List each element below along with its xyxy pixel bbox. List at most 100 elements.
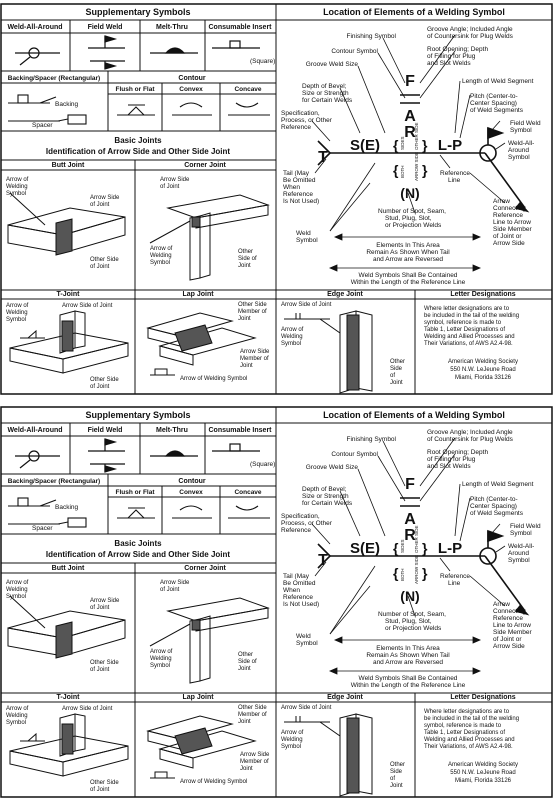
arrow-side-label: ARROW SIDE — [414, 152, 419, 181]
sides-label: SIDES — [400, 539, 405, 553]
contour-concave: Concave — [234, 489, 261, 496]
butt-other-side: Other Side — [90, 660, 119, 666]
melt-thru-symbol — [150, 450, 198, 457]
corner-joint-drawing — [149, 194, 270, 281]
arrow-side-label: ARROW SIDE — [414, 555, 419, 584]
groove-angle-1: of Countersink for Plug Welds — [427, 33, 514, 40]
edge-other: Other — [390, 359, 405, 365]
pitch-2: of Weld Segments — [470, 510, 524, 517]
corner-other-3: Joint — [238, 666, 251, 672]
arrow-conn-4: Side Member — [493, 629, 532, 636]
tail-3: Reference — [283, 594, 313, 601]
letter-text-5: Their Variations, of AWS A2.4-98. — [424, 744, 513, 750]
length-label: Length of Weld Segment — [462, 481, 534, 488]
t-other-side-2: of Joint — [90, 787, 110, 793]
tail-1: Be Omitted — [283, 177, 316, 184]
contour-symbols — [117, 102, 270, 116]
edge-joint-drawing — [284, 310, 373, 394]
lap-joint-title: Lap Joint — [182, 291, 214, 298]
t-joint-drawing — [9, 310, 129, 374]
location-title: Location of Elements of a Welding Symbol — [323, 7, 505, 17]
letter-N: (N) — [400, 185, 419, 201]
elements-2: and Arrow are Reversed — [373, 659, 443, 666]
corner-other: Other — [238, 249, 253, 255]
basic-joints-title: Basic Joints — [114, 539, 162, 548]
finishing-label: Finishing Symbol — [347, 436, 397, 443]
ref-line-0: Reference — [440, 170, 470, 177]
page-separator — [0, 397, 553, 402]
t-welding: Welding — [6, 713, 28, 719]
edge-other: Other — [390, 762, 405, 768]
both-label: BOTH — [400, 568, 405, 581]
other-side-label: OTHER SIDE — [414, 525, 419, 553]
contour-label: Contour Symbol — [331, 48, 378, 55]
butt-joint-drawing — [7, 192, 126, 256]
edge-arrow-side: Arrow Side of Joint — [281, 705, 332, 711]
finishing-label: Finishing Symbol — [347, 33, 397, 40]
contour-title: Contour — [178, 478, 205, 485]
lap-arrow-2: Member of — [240, 759, 269, 765]
other-side-label: OTHER SIDE — [414, 122, 419, 150]
square-label: (Square) — [250, 58, 275, 65]
letter-text-3: Table 1, Letter Designations of — [424, 730, 505, 736]
society-name: American Welding Society — [448, 359, 518, 365]
spacer-label: Spacer — [32, 122, 53, 129]
number-2: or Projection Welds — [385, 625, 442, 632]
butt-other-side: Other Side — [90, 257, 119, 263]
edge-arrow-of: Arrow of — [281, 327, 304, 333]
square-label: (Square) — [250, 461, 275, 468]
butt-arrow-side: Arrow Side — [90, 195, 120, 201]
butt-arrow-of: Arrow of — [6, 580, 29, 586]
lap-joint-drawing — [146, 312, 257, 376]
butt-arrow-side-2: of Joint — [90, 202, 110, 208]
letter-text-1: be included in the tail of the welding — [424, 313, 519, 319]
corner-joint-title: Corner Joint — [184, 565, 226, 572]
lap-joint-drawing — [146, 715, 257, 779]
elements-0: Elements In This Area — [376, 242, 440, 249]
tail-1: Be Omitted — [283, 580, 316, 587]
supplementary-title: Supplementary Symbols — [85, 7, 190, 17]
arrow-conn-6: Arrow Side — [493, 643, 525, 650]
brace-right-2: } — [422, 162, 428, 178]
lap-arrow: Arrow Side — [240, 349, 270, 355]
brace-left: { — [393, 137, 399, 153]
waa-2: Symbol — [508, 154, 530, 161]
corner-other-2: Side of — [238, 659, 257, 665]
tail-3: Reference — [283, 191, 313, 198]
tail-2: When — [283, 587, 300, 594]
edge-other-2: Side — [390, 769, 403, 775]
society-city: Miami, Florida 33126 — [455, 375, 512, 381]
lap-other: Other Side — [238, 302, 267, 308]
letter-F: F — [405, 476, 415, 493]
edge-other-3: of — [390, 373, 395, 379]
tail-4: Is Not Used) — [283, 198, 319, 205]
letter-F: F — [405, 73, 415, 90]
basic-joints-subtitle: Identification of Arrow Side and Other S… — [46, 550, 230, 559]
edge-other-4: Joint — [390, 783, 403, 789]
society-address: 550 N.W. LeJeune Road — [450, 770, 515, 776]
edge-joint-title: Edge Joint — [327, 291, 363, 298]
contour-convex: Convex — [179, 489, 203, 496]
letter-T: T — [318, 552, 328, 569]
groove-angle-1: of Countersink for Plug Welds — [427, 436, 514, 443]
edge-welding: Welding — [281, 737, 303, 743]
t-other-side-2: of Joint — [90, 384, 110, 390]
spec-0: Specification, — [281, 110, 320, 117]
location-title: Location of Elements of a Welding Symbol — [323, 410, 505, 420]
waa-1: Around — [508, 550, 529, 557]
contour-flush: Flush or Flat — [116, 86, 156, 93]
brace-right: } — [422, 540, 428, 556]
letter-SE: S(E) — [350, 540, 380, 557]
arrow-conn-2: Reference — [493, 615, 523, 622]
leader-lines — [311, 437, 506, 675]
waa-0: Weld-All- — [508, 140, 534, 147]
lap-other-2: Member of — [238, 309, 267, 315]
butt-symbol: Symbol — [6, 191, 26, 197]
backing-spacer-title: Backing/Spacer (Rectangular) — [8, 478, 100, 485]
consumable-insert-symbol — [212, 443, 260, 452]
t-symbol: Symbol — [6, 720, 26, 726]
letter-R: R — [404, 527, 416, 544]
supplementary-title: Supplementary Symbols — [85, 410, 190, 420]
root-2: and Slot Welds — [427, 60, 471, 67]
arrow-conn-0: Arrow — [493, 198, 510, 205]
